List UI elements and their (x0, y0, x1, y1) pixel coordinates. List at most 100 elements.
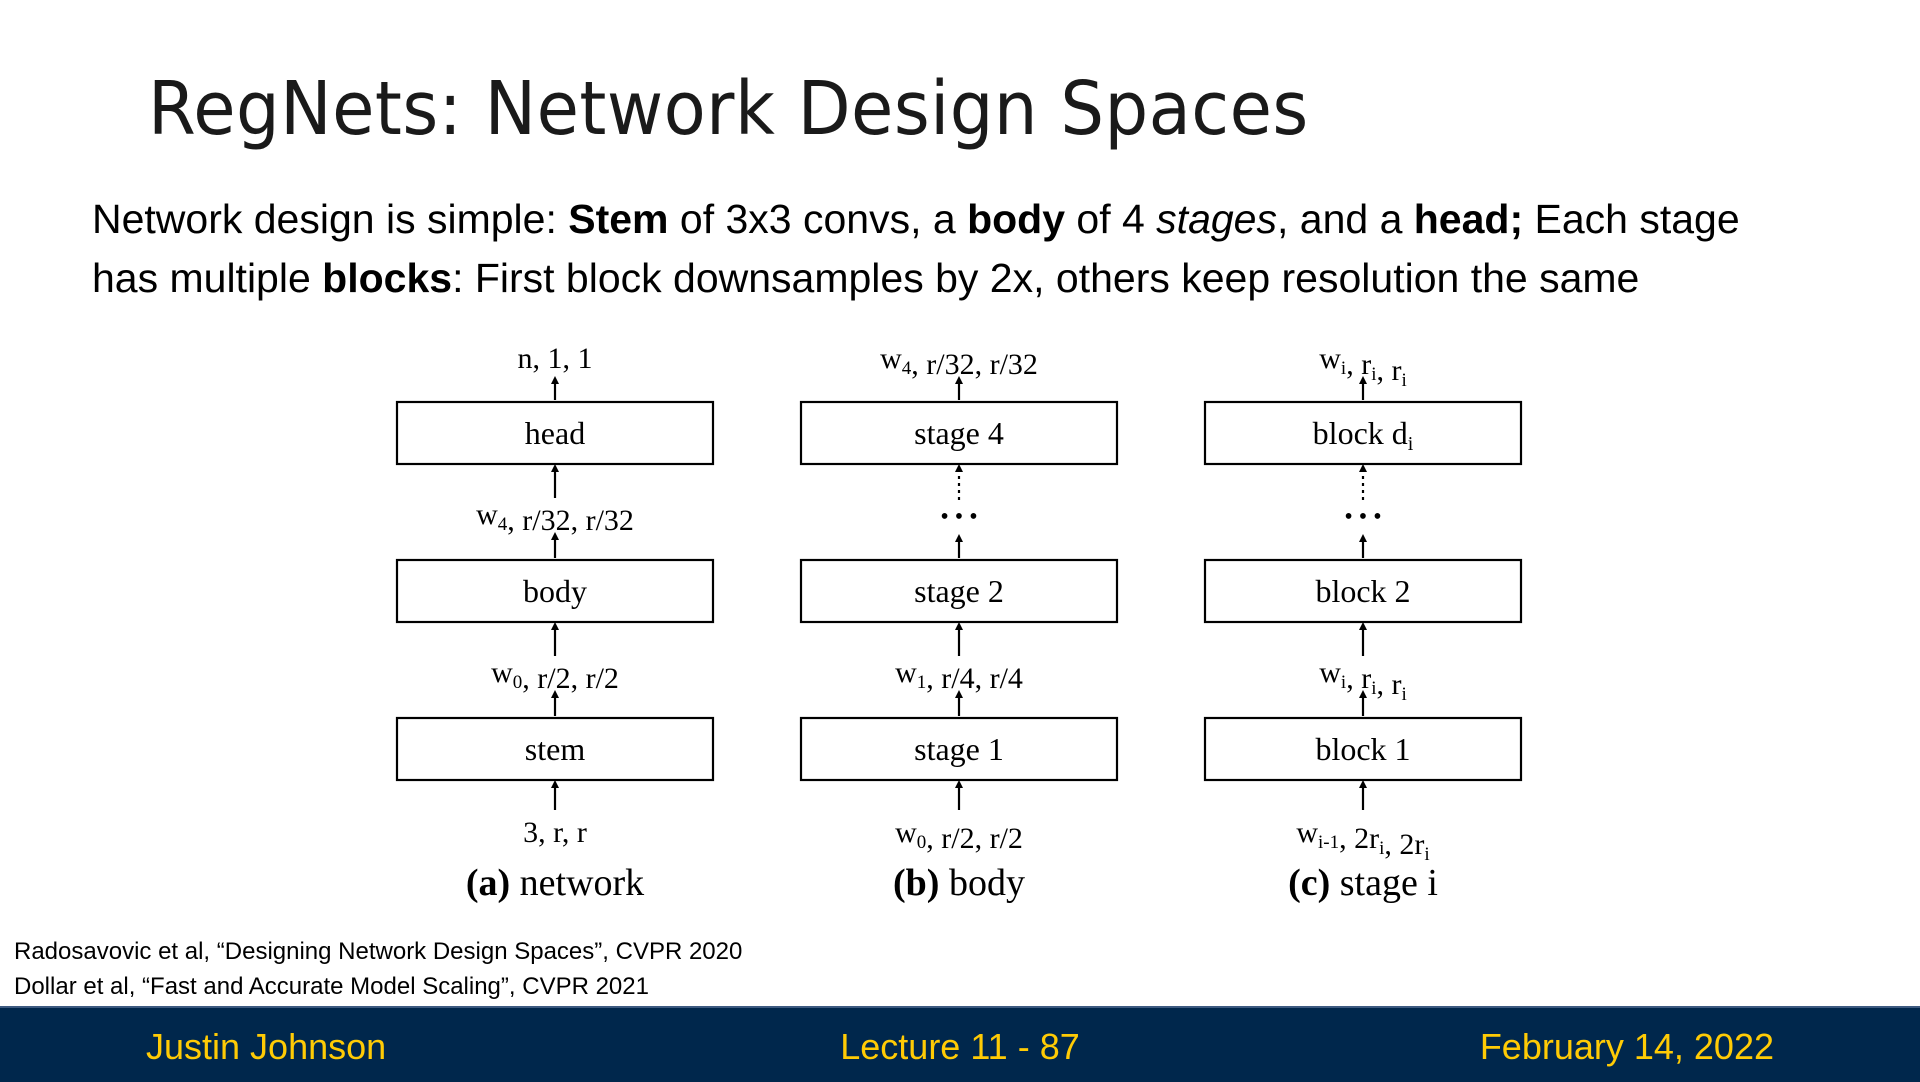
block-label: stage 4 (914, 415, 1004, 451)
ellipsis: • • • (940, 504, 977, 530)
label-part: , r/4, r/4 (926, 662, 1023, 695)
label-part: stage 2 (914, 573, 1004, 609)
ellipsis: • • • (1344, 504, 1381, 530)
subscript: i (1341, 672, 1346, 693)
label-part: head (525, 415, 585, 451)
subscript: i (1401, 370, 1406, 391)
block-box (1203, 400, 1523, 466)
block-box (799, 400, 1119, 466)
top-shape-label: w4, r/32, r/32 (880, 342, 1038, 381)
shape-label: wi, ri, ri (1319, 656, 1407, 705)
subscript: i (1401, 684, 1406, 705)
input-shape-label: wi-1, 2ri, 2ri (1296, 816, 1429, 865)
label-part: w (476, 498, 498, 531)
caption-text: network (510, 862, 644, 904)
subscript: 1 (917, 672, 927, 693)
footer-date: February 14, 2022 (1479, 1026, 1774, 1067)
intro-segment: : First block downsamples by 2x, others … (452, 255, 1640, 301)
subscript: i-1 (1318, 832, 1339, 853)
block-box (395, 558, 715, 624)
caption-letter: (c) (1288, 862, 1330, 904)
subscript: i (1371, 364, 1376, 385)
top-shape-label: wi, ri, ri (1319, 342, 1407, 391)
block-label: block di (1313, 415, 1414, 455)
subscript: i (1408, 433, 1414, 455)
label-part: w (895, 656, 917, 689)
label-part: stage 4 (914, 415, 1004, 451)
block-box (799, 716, 1119, 782)
block-label: body (523, 573, 587, 609)
slide-title: RegNets: Network Design Spaces (148, 66, 1309, 152)
label-part: block 1 (1315, 731, 1410, 767)
label-part: , 2r (1384, 828, 1424, 861)
label-part: stem (525, 731, 586, 767)
label-part: w (1319, 342, 1341, 375)
block-box (1203, 558, 1523, 624)
diagram-caption: (a) network (466, 862, 644, 904)
block-label: block 1 (1315, 731, 1410, 767)
intro-segment: of 3x3 convs, a (668, 196, 968, 242)
label-part: , r/2, r/2 (926, 822, 1023, 855)
intro-segment: has multiple (92, 255, 323, 301)
label-part: w (491, 656, 513, 689)
block-label: block 2 (1315, 573, 1410, 609)
label-part: , r/2, r/2 (522, 662, 619, 695)
subscript: i (1371, 678, 1376, 699)
intro-segment: of 4 (1065, 196, 1157, 242)
subscript: 0 (513, 672, 523, 693)
label-part: , r (1346, 662, 1371, 695)
subscript: i (1341, 358, 1346, 379)
intro-segment: Each stage (1523, 196, 1740, 242)
label-part: body (523, 573, 587, 609)
input-shape-label: w0, r/2, r/2 (895, 816, 1023, 855)
label-part: , r (1346, 348, 1371, 381)
caption-text: body (939, 862, 1025, 904)
caption-letter: (b) (893, 862, 939, 904)
subscript: 4 (498, 514, 508, 535)
label-part: , r/32, r/32 (507, 504, 634, 537)
intro-text: Network design is simple: Stem of 3x3 co… (92, 190, 1872, 308)
top-shape-label: n, 1, 1 (518, 342, 593, 375)
diagram-caption: (b) body (893, 862, 1025, 904)
citation-1: Radosavovic et al, “Designing Network De… (14, 938, 743, 965)
intro-segment: blocks (322, 255, 453, 301)
block-box (1203, 716, 1523, 782)
intro-segment: head; (1413, 196, 1524, 242)
label-part: , r (1376, 668, 1401, 701)
label-part: • • • (940, 504, 977, 530)
block-label: stage 1 (914, 731, 1004, 767)
intro-line-1: Network design is simple: Stem of 3x3 co… (92, 190, 1872, 249)
caption-text: stage i (1330, 862, 1438, 904)
input-shape-label: 3, r, r (523, 816, 587, 849)
intro-segment: Stem (568, 196, 669, 242)
label-part: n, 1, 1 (518, 342, 593, 375)
citation-2: Dollar et al, “Fast and Accurate Model S… (14, 973, 649, 1000)
footer-author: Justin Johnson (146, 1026, 387, 1067)
label-part: stage 1 (914, 731, 1004, 767)
label-part: w (895, 816, 917, 849)
subscript: 4 (902, 358, 912, 379)
subscript: i (1379, 838, 1384, 859)
label-part: , 2r (1339, 822, 1379, 855)
intro-line-2: has multiple blocks: First block downsam… (92, 249, 1872, 308)
label-part: • • • (1344, 504, 1381, 530)
shape-label: w0, r/2, r/2 (491, 656, 619, 695)
label-part: , r/32, r/32 (911, 348, 1038, 381)
label-part: block d (1313, 415, 1408, 451)
footer-lecture: Lecture 11 - 87 (840, 1026, 1080, 1067)
intro-segment: stages (1156, 196, 1277, 242)
block-box (395, 400, 715, 466)
shape-label: w4, r/32, r/32 (476, 498, 634, 537)
block-label: stem (525, 731, 586, 767)
diagram-caption: (c) stage i (1288, 862, 1438, 904)
block-box (395, 716, 715, 782)
label-part: w (1296, 816, 1318, 849)
intro-segment: Network design is simple: (92, 196, 569, 242)
block-label: head (525, 415, 585, 451)
label-part: , r (1376, 354, 1401, 387)
block-label: stage 2 (914, 573, 1004, 609)
subscript: i (1424, 844, 1429, 865)
caption-letter: (a) (466, 862, 510, 904)
citations: Radosavovic et al, “Designing Network De… (14, 934, 742, 1004)
